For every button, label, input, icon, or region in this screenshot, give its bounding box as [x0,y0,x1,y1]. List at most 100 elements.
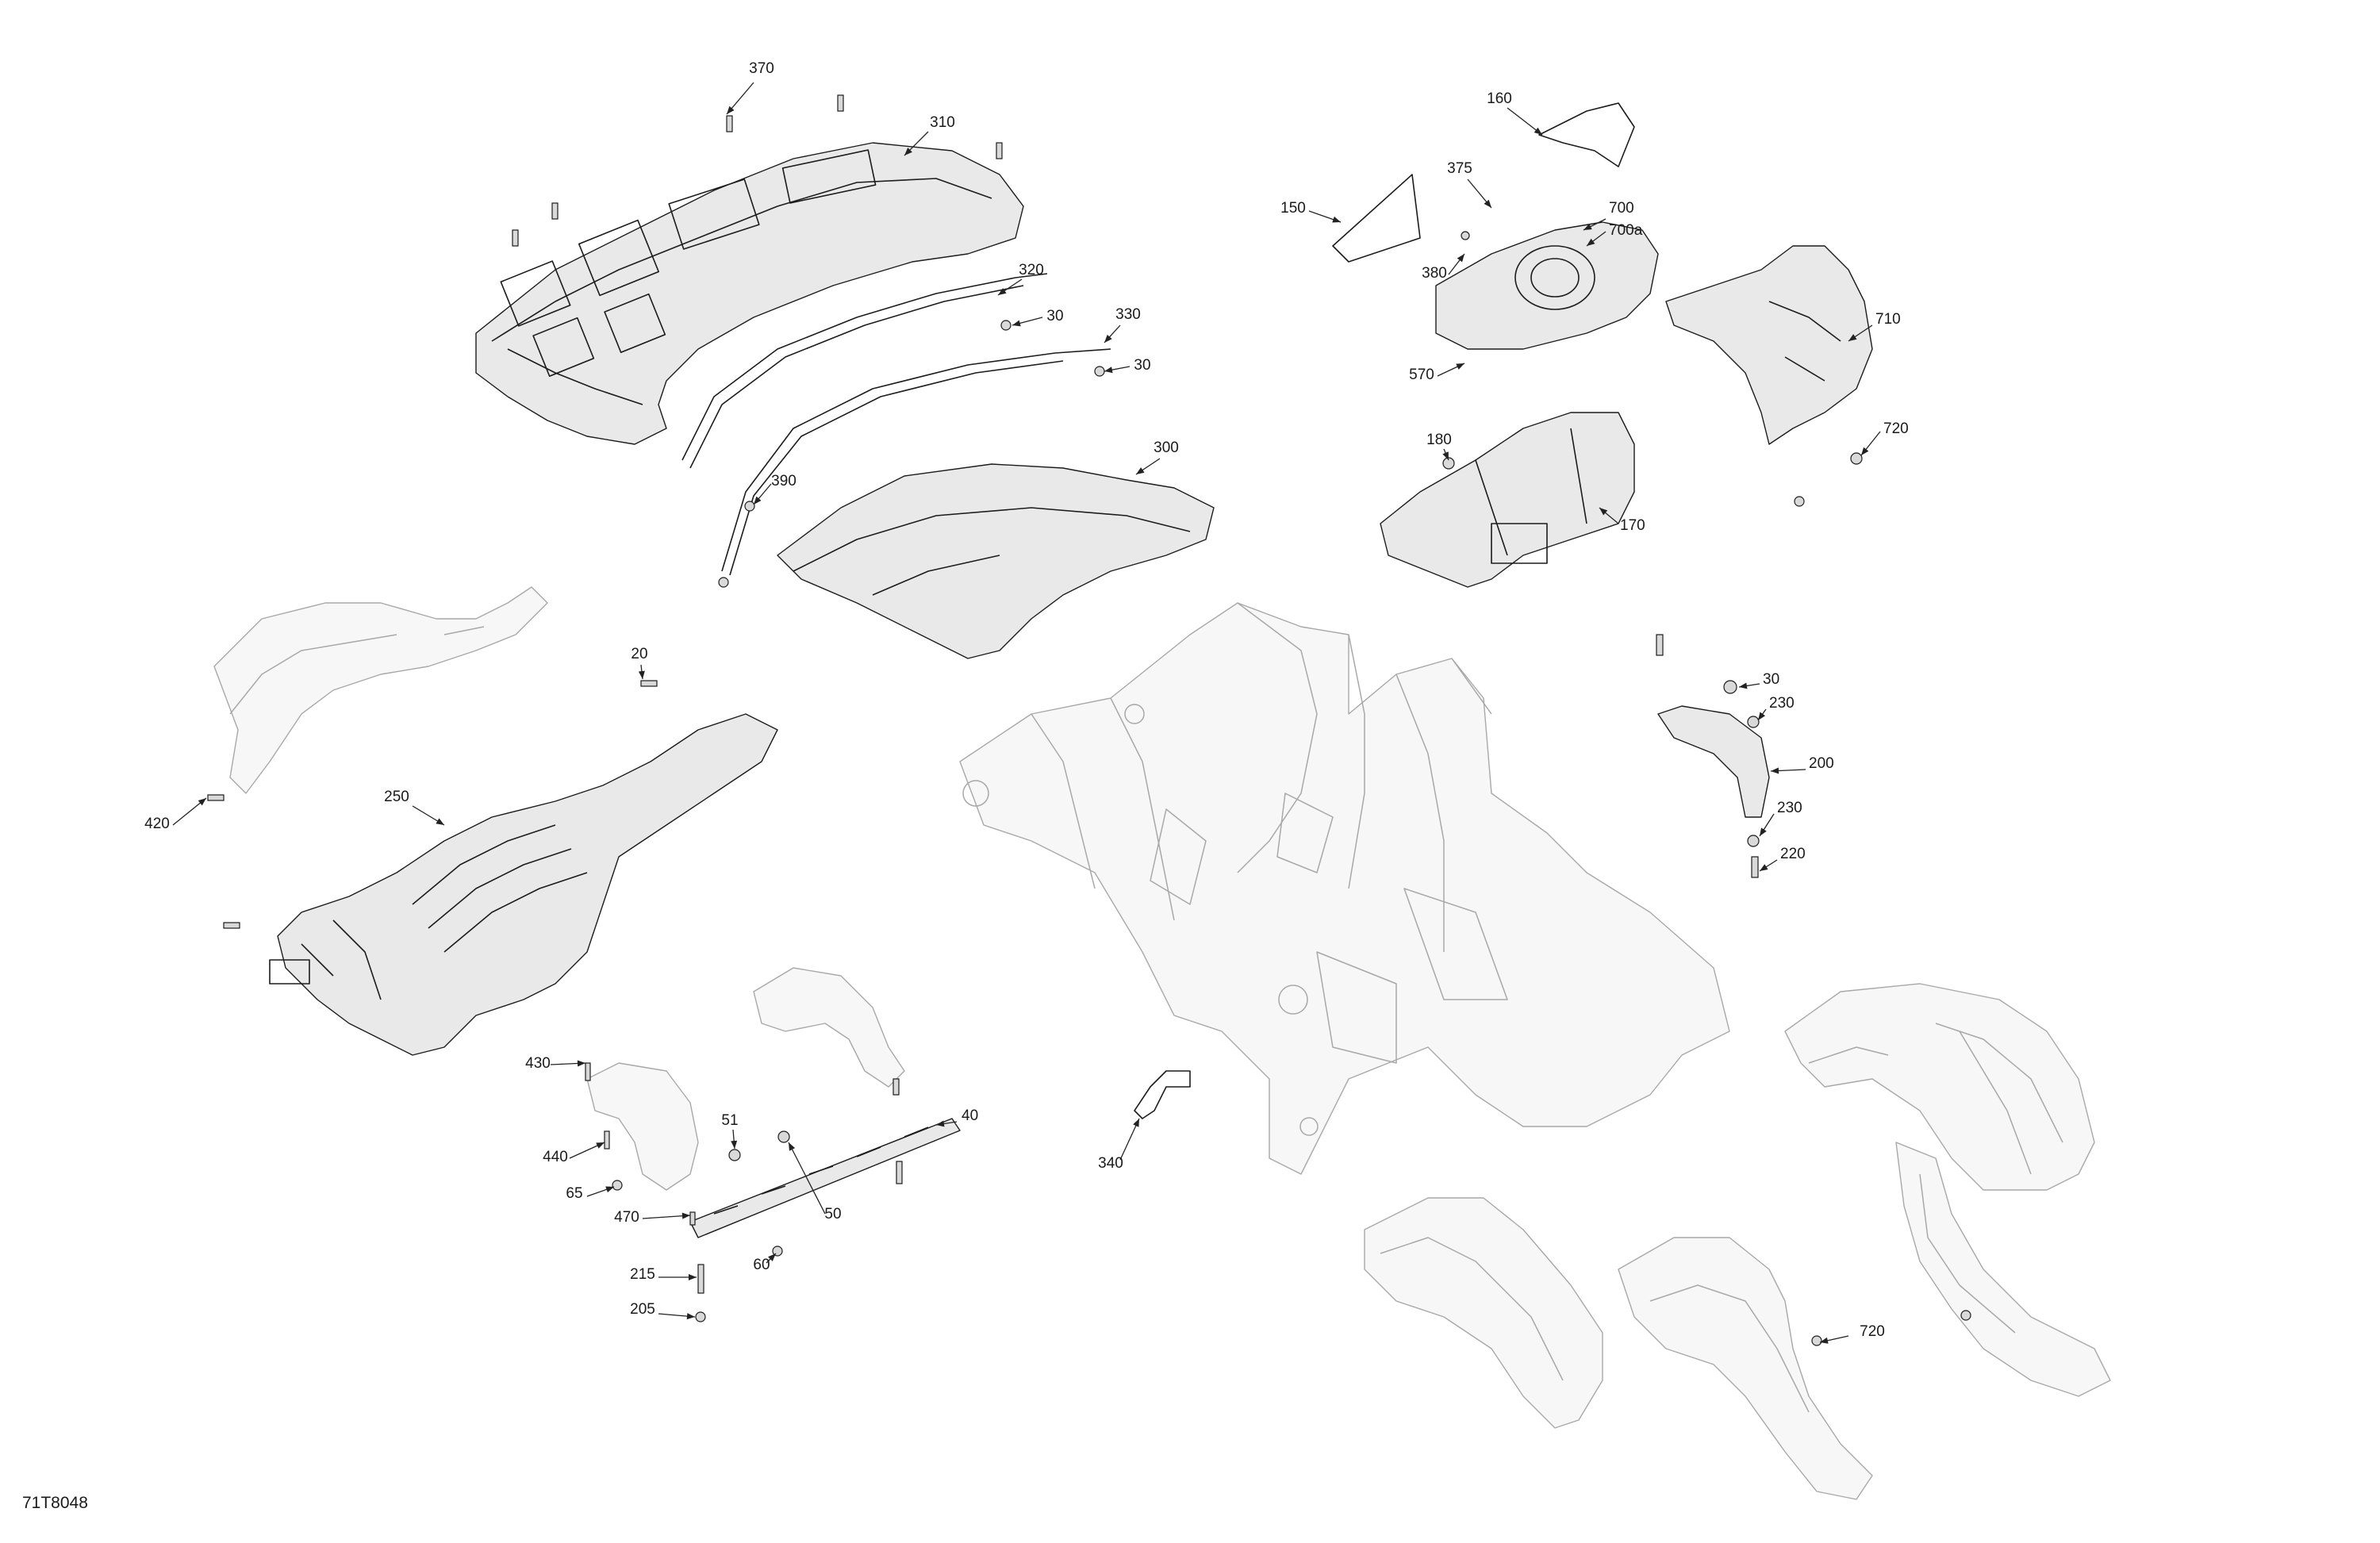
leader-arrowhead [1456,363,1464,370]
callout-number: 40 [962,1107,978,1124]
leader-arrowhead [1861,447,1869,455]
callout-number: 30 [1134,357,1150,374]
callout-number: 205 [630,1301,655,1318]
leader-arrowhead [1133,1119,1139,1127]
leader-line [788,1142,826,1215]
callout-number: 30 [1046,308,1063,324]
leader-arrowhead [1848,334,1857,341]
headlight-pod-700 [1435,221,1659,350]
callout-number: 310 [930,114,955,131]
callout-380: 380 [1422,253,1465,282]
leader-arrowhead [727,106,735,114]
callout-200: 200 [1770,755,1834,774]
callout-60: 60 [753,1253,777,1273]
leader-arrowhead [998,288,1007,295]
leader-arrowhead [904,148,912,155]
callout-65: 65 [566,1185,615,1202]
leader-arrowhead [436,818,444,825]
callout-720: 720 [1860,420,1909,456]
callout-number: 230 [1777,800,1802,816]
handle-bracket-ghosted [586,967,905,1191]
callout-number: 720 [1883,420,1909,437]
callout-number: 230 [1769,695,1795,712]
callout-180: 180 [1426,432,1452,461]
callout-230: 230 [1757,695,1795,721]
bracket-340 [1134,1070,1191,1119]
footwell-right-ghosted [1895,1142,2111,1397]
callout-number: 380 [1422,265,1447,282]
callout-number: 375 [1447,160,1472,177]
callout-30: 30 [1012,308,1064,327]
callout-250: 250 [384,789,445,826]
callout-number: 60 [753,1257,770,1273]
callout-number: 50 [824,1206,841,1223]
leader-arrowhead [1820,1337,1829,1344]
bracket-200 [1657,705,1770,818]
callout-330: 330 [1104,306,1141,344]
leader-arrowhead [1599,508,1608,516]
leader-arrowhead [689,1274,697,1280]
callout-320: 320 [997,262,1044,296]
callout-51: 51 [721,1112,739,1150]
callout-number: 200 [1809,755,1834,772]
leader-arrowhead [1583,223,1592,230]
callout-number: 720 [1860,1323,1885,1340]
leader-arrowhead [605,1186,614,1193]
callout-700a: 700a [1586,222,1643,247]
callout-710: 710 [1848,311,1901,342]
leader-arrowhead [731,1140,738,1149]
rear-rack [475,142,1024,445]
callout-number: 370 [749,60,774,77]
callout-number: 300 [1154,439,1179,456]
leader-arrowhead [596,1142,605,1149]
callout-number: 470 [614,1209,639,1226]
document-id: 71T8048 [22,1494,88,1512]
callout-205: 205 [630,1301,696,1320]
leader-arrowhead [1104,334,1112,343]
footwell-left-ghosted [1364,1197,1603,1429]
leader-arrowhead [1760,864,1768,871]
leader-arrowhead [1587,238,1595,246]
callout-300: 300 [1135,439,1179,475]
callout-160: 160 [1487,90,1543,136]
leader-arrowhead [686,1313,695,1320]
front-support-ghosted [213,586,548,794]
callout-number: 51 [721,1112,738,1129]
callout-number: 160 [1487,90,1512,107]
callout-700: 700 [1583,200,1634,231]
callout-number: 700 [1609,200,1634,217]
leader-arrowhead [789,1142,796,1151]
callout-375: 375 [1447,160,1492,209]
leader-arrowhead [754,496,762,505]
callout-40: 40 [935,1107,978,1127]
callout-number: 430 [525,1055,551,1072]
leader-arrowhead [1758,712,1766,720]
callout-number: 65 [566,1185,582,1202]
callout-number: 30 [1763,671,1779,688]
callout-170: 170 [1599,507,1645,534]
callout-number: 250 [384,789,409,805]
callout-number: 330 [1115,306,1141,323]
callout-420: 420 [144,797,207,832]
callout-number: 215 [630,1266,655,1283]
callout-number: 420 [144,816,170,832]
frame-assembly-ghosted [959,602,1730,1175]
leader-arrowhead [1760,827,1767,836]
callout-720: 720 [1819,1323,1885,1344]
leader-arrowhead [1104,367,1113,374]
callout-150: 150 [1280,200,1342,223]
callout-number: 710 [1875,311,1901,328]
leader-arrowhead [1739,682,1748,689]
callout-390: 390 [753,473,797,505]
callout-50: 50 [788,1142,842,1223]
callout-number: 150 [1280,200,1306,217]
visor-150 [1332,174,1421,263]
leader-arrowhead [198,798,206,806]
leader-arrowhead [1012,320,1021,327]
rear-fender-right-ghosted [1784,983,2095,1191]
callout-30: 30 [1738,671,1779,689]
leader-arrowhead [1442,451,1449,460]
callout-30: 30 [1104,357,1151,374]
leader-arrowhead [1534,127,1542,135]
